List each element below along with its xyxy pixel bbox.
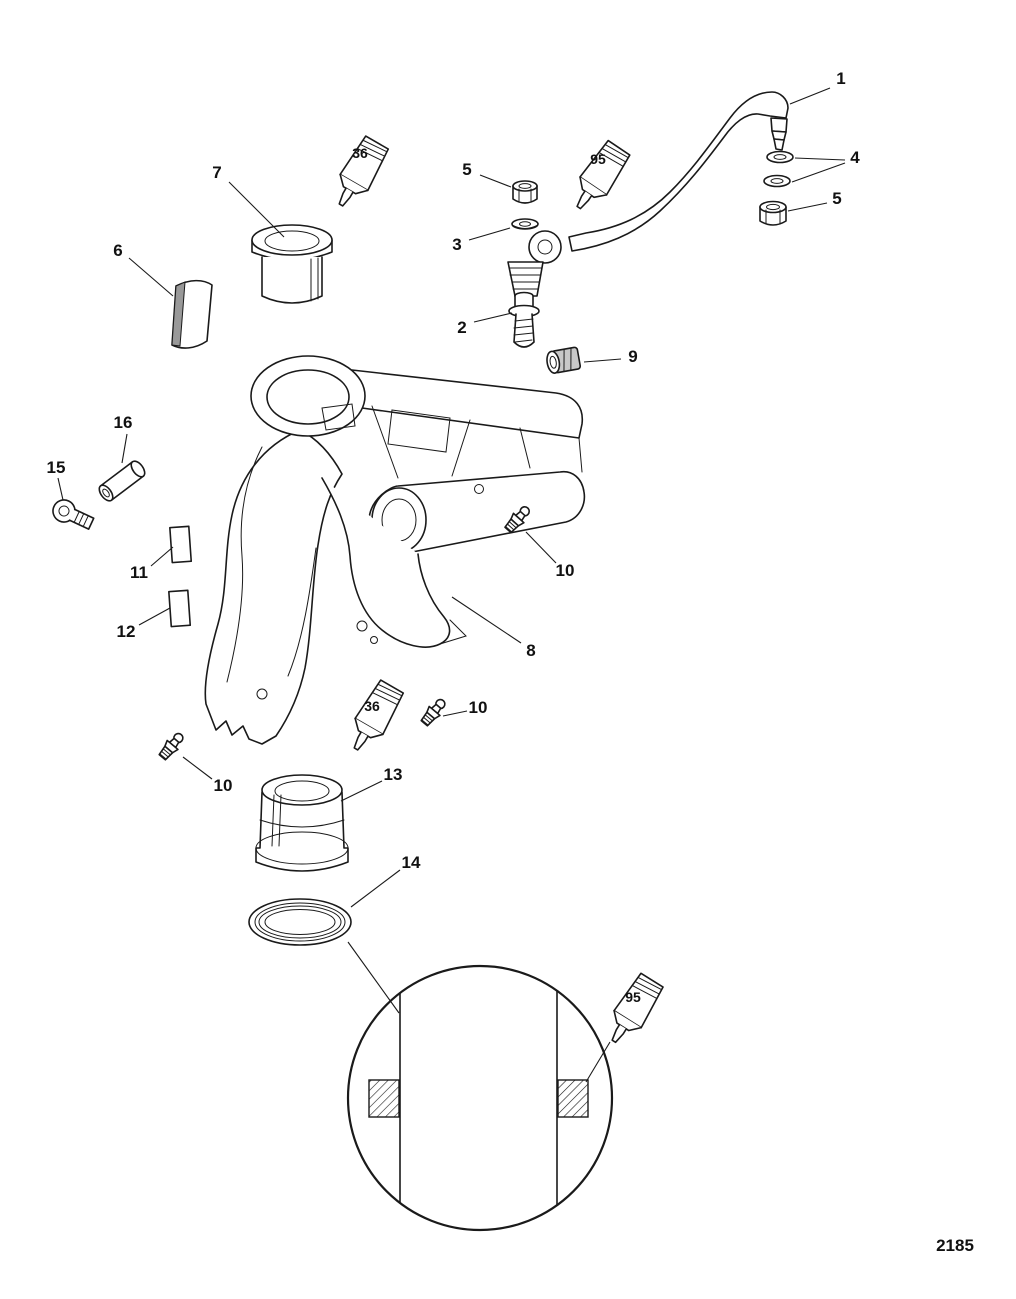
washer-3 <box>511 218 539 230</box>
adhesive-tube-36-upper <box>338 135 390 207</box>
swivel-bracket <box>204 355 586 745</box>
steering-link-rod <box>507 91 789 297</box>
adhesive-label-95-detail: 95 <box>625 989 641 1005</box>
callout-14: 14 <box>402 853 421 872</box>
callout-10-left: 10 <box>214 776 233 795</box>
callout-11: 11 <box>130 563 148 582</box>
pivot-bolt <box>508 291 540 348</box>
socket-bolt <box>52 499 95 530</box>
leader-lines <box>57 87 846 908</box>
callout-15: 15 <box>47 458 66 477</box>
callout-4: 4 <box>850 148 860 167</box>
seal-ring <box>248 898 352 946</box>
lower-bushing <box>255 774 349 872</box>
callout-13: 13 <box>384 765 403 784</box>
callout-7: 7 <box>212 163 221 182</box>
callout-12: 12 <box>117 622 136 641</box>
adhesive-label-95-upper: 95 <box>590 151 606 167</box>
adhesive-label-36-lower: 36 <box>364 698 380 714</box>
callout-8: 8 <box>526 641 535 660</box>
callout-3: 3 <box>452 235 461 254</box>
callout-5-right: 5 <box>832 189 841 208</box>
adhesive-tube-95-upper <box>576 139 631 210</box>
adhesive-label-36-upper: 36 <box>352 145 368 161</box>
locknut-right <box>759 200 787 226</box>
grease-fitting-left <box>158 732 184 761</box>
shim-12 <box>168 589 192 628</box>
callout-6: 6 <box>113 241 122 260</box>
detail-view <box>346 941 614 1232</box>
wedge-shim <box>171 279 213 349</box>
drawing-number: 2185 <box>936 1236 974 1255</box>
grease-fitting-mid <box>420 698 446 727</box>
callout-9: 9 <box>628 347 637 366</box>
washers-4 <box>763 150 794 188</box>
upper-bushing <box>251 224 333 304</box>
spacer-tube <box>98 460 146 502</box>
callout-5-left: 5 <box>462 160 471 179</box>
adhesive-tube-36-lower <box>353 679 405 751</box>
callout-10-mid: 10 <box>469 698 488 717</box>
callout-numbers: 1 2 3 4 5 5 6 7 8 9 10 10 10 11 12 13 14… <box>47 69 861 872</box>
callout-10-right: 10 <box>556 561 575 580</box>
grease-fitting-right <box>504 506 530 534</box>
bushing-section-left <box>368 1079 400 1118</box>
callout-2: 2 <box>457 318 466 337</box>
adhesive-tube-95-detail <box>611 972 664 1044</box>
callout-16: 16 <box>114 413 133 432</box>
shim-11 <box>169 525 193 564</box>
bushing-small <box>546 346 582 374</box>
bushing-section-right <box>557 1079 589 1118</box>
callout-1: 1 <box>836 69 845 88</box>
locknut-left <box>512 180 538 204</box>
